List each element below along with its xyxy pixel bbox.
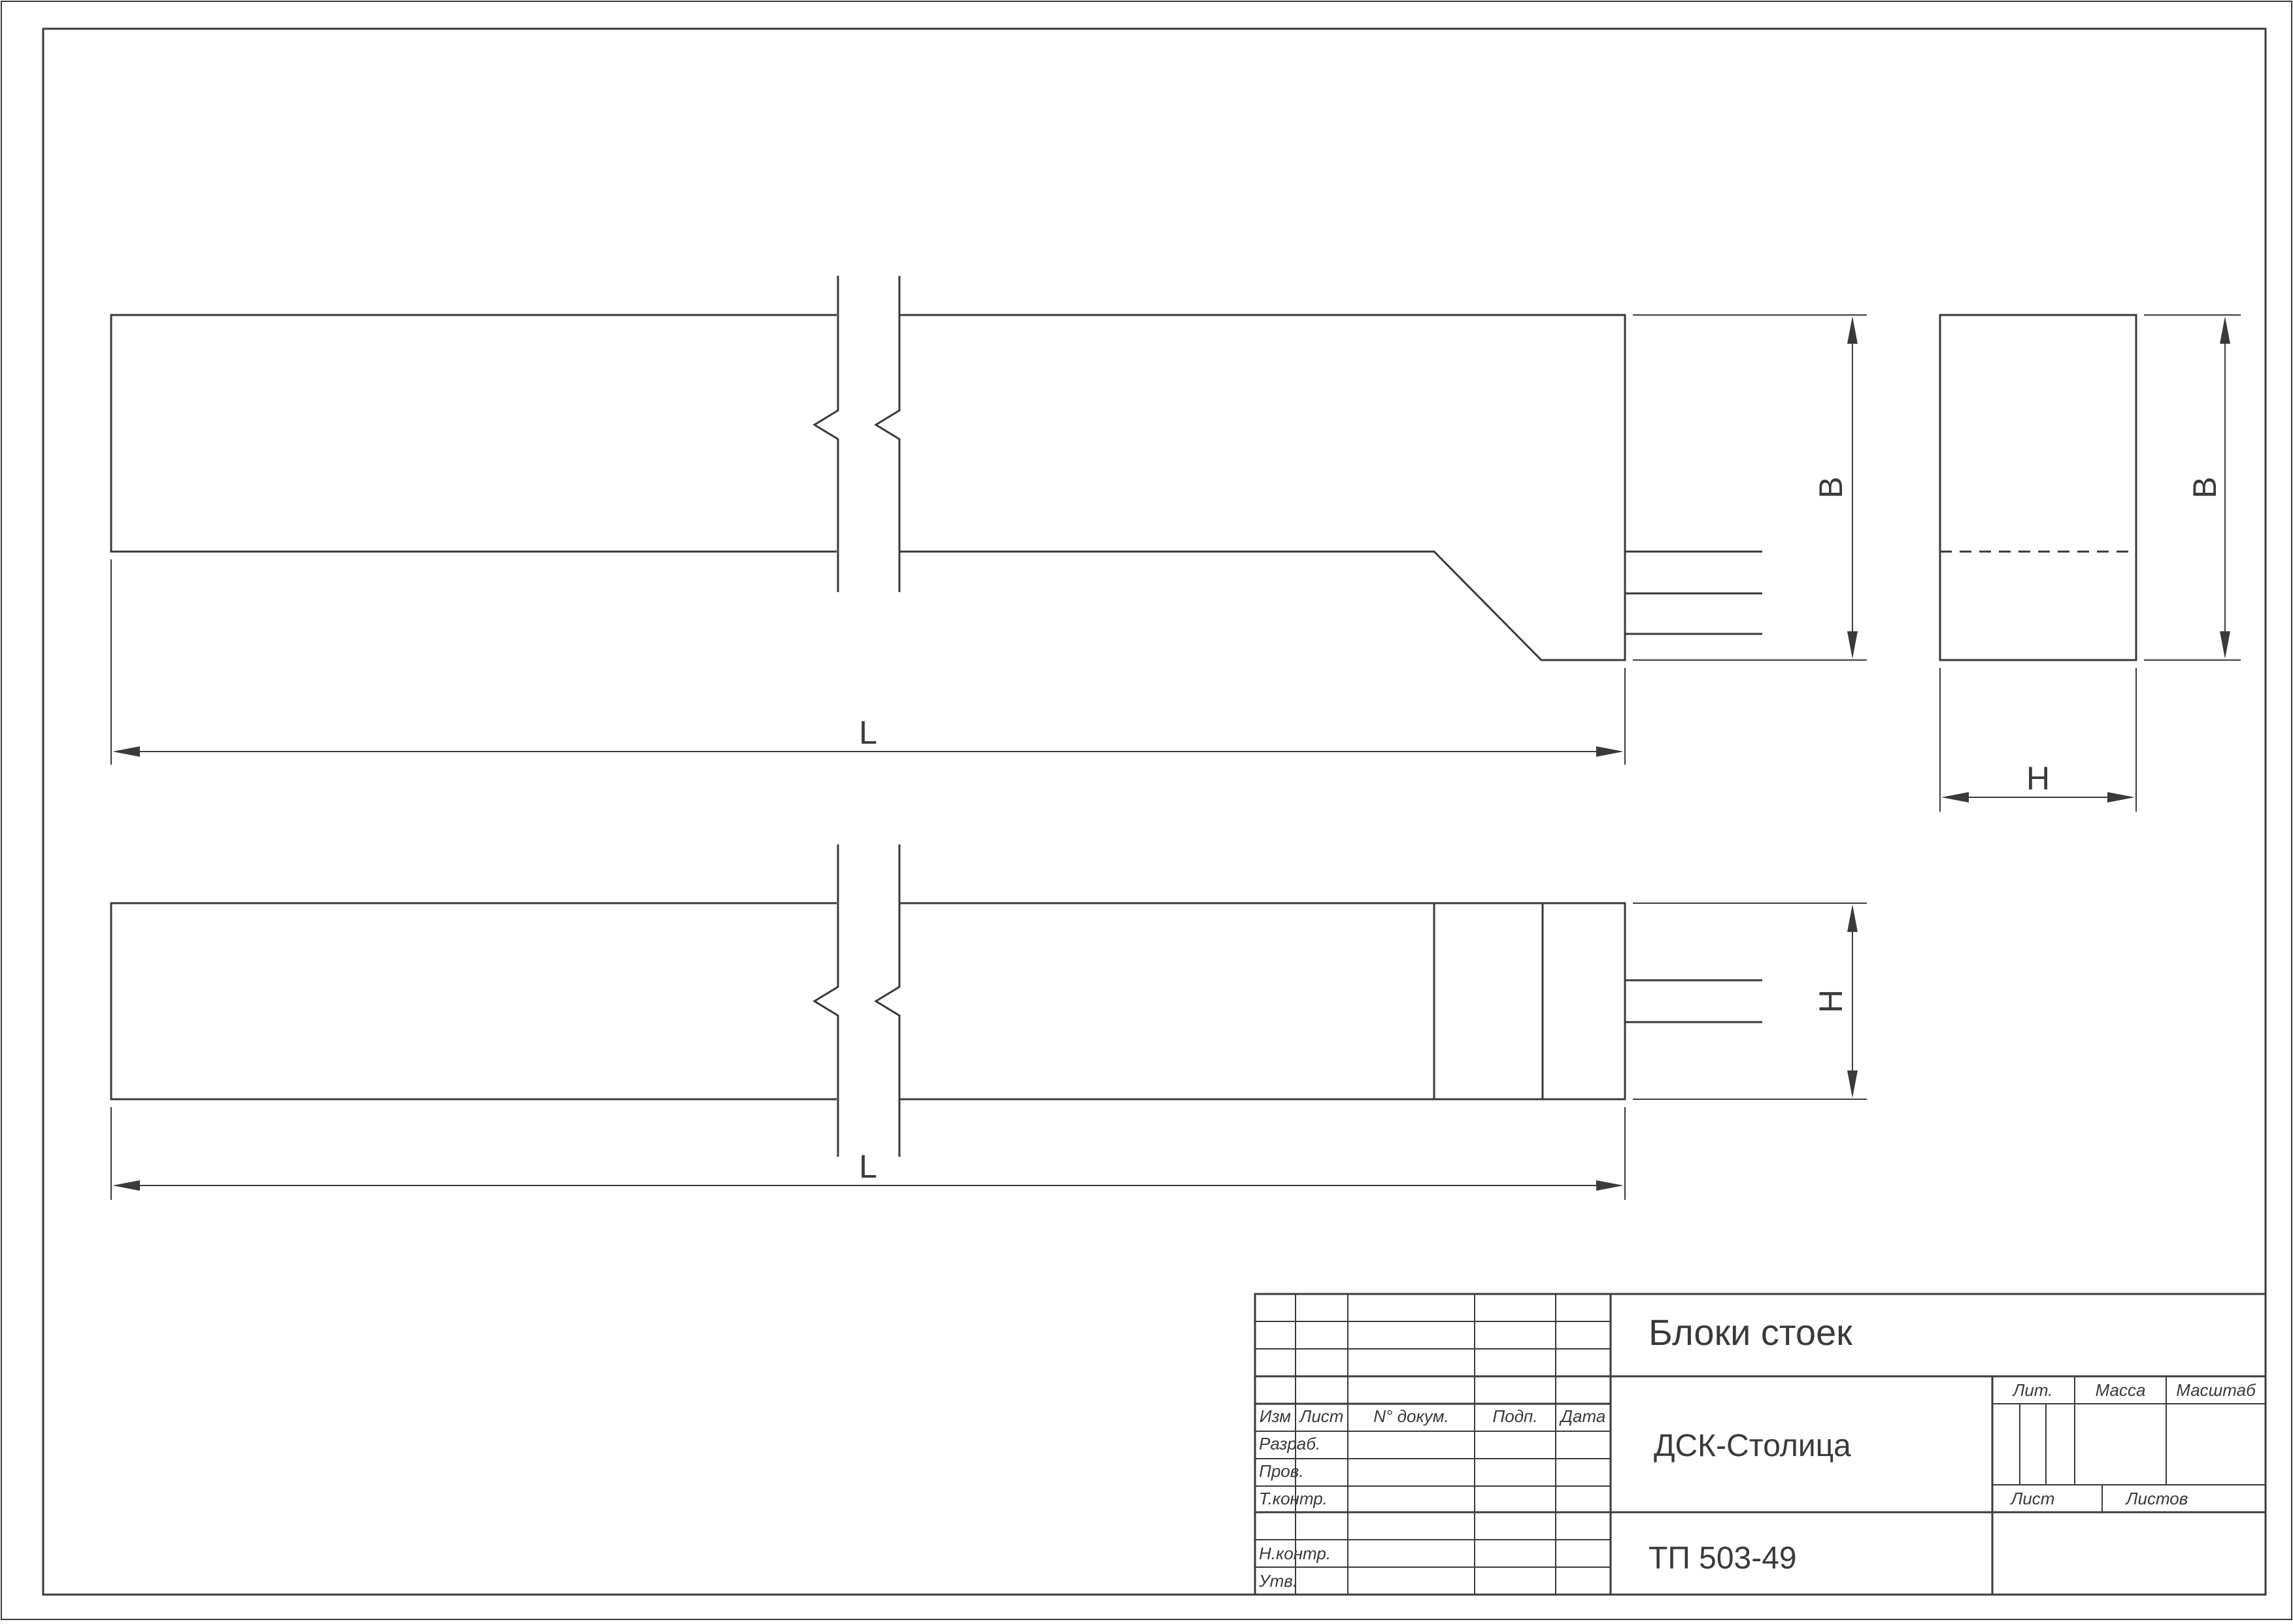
front-view-left-outline	[110, 902, 837, 1101]
top-view: L B	[110, 276, 1867, 765]
row-label-developed: Разраб.	[1259, 1434, 1320, 1453]
arrowhead	[1941, 792, 1969, 803]
front-view-right-outline	[899, 902, 1626, 1101]
arrowhead	[1596, 1180, 1624, 1191]
row-label-norm-control: Н.контр.	[1259, 1544, 1331, 1563]
break-line-left	[812, 276, 839, 592]
dimension-label-length: L	[859, 714, 877, 751]
arrowhead	[112, 746, 140, 757]
title-block: Изм Лист N° докум. Подп. Дата Разраб. Пр…	[1254, 1293, 2267, 1596]
top-view-left-outline	[110, 314, 837, 553]
drawing-title: Блоки стоек	[1649, 1312, 1852, 1353]
arrowhead	[1847, 1070, 1858, 1098]
arrowhead	[2220, 316, 2230, 344]
column-header-date: Дата	[1559, 1406, 1606, 1426]
column-header-izm: Изм	[1260, 1406, 1291, 1426]
arrowhead	[1596, 746, 1624, 757]
column-header-doc: N° докум.	[1373, 1406, 1449, 1426]
header-sheet: Лист	[2010, 1489, 2055, 1508]
header-lit: Лит.	[2012, 1380, 2053, 1400]
row-label-checked: Пров.	[1259, 1461, 1304, 1481]
dimension-label-width: B	[1813, 476, 1849, 498]
column-header-sign: Подп.	[1492, 1406, 1537, 1426]
dimension-label-section-width: B	[2186, 476, 2223, 498]
arrowhead	[1847, 631, 1858, 659]
arrowhead	[1847, 904, 1858, 932]
arrowhead	[2107, 792, 2135, 803]
title-block-frame	[1254, 1293, 2267, 1596]
dimension-label-length: L	[859, 1148, 877, 1185]
section-outline	[1939, 314, 2137, 661]
break-line-right	[874, 276, 901, 592]
column-header-list: Лист	[1299, 1406, 1344, 1426]
arrowhead	[1847, 316, 1858, 344]
document-code: ТП 503-49	[1649, 1541, 1797, 1576]
row-label-approved: Утв.	[1258, 1571, 1297, 1591]
break-line-right	[874, 844, 901, 1157]
arrowhead	[112, 1180, 140, 1191]
header-mass: Масса	[2096, 1380, 2146, 1400]
section-view: B H	[1939, 314, 2241, 812]
row-label-tech-control: Т.контр.	[1259, 1489, 1328, 1508]
organization-name: ДСК-Столица	[1654, 1429, 1851, 1463]
arrowhead	[2220, 631, 2230, 659]
top-view-right-outline	[899, 314, 1626, 661]
drawing-frame	[42, 27, 2267, 1596]
break-line-left	[812, 844, 839, 1157]
front-view: L H	[110, 844, 1867, 1200]
dimension-label-section-height: H	[2026, 760, 2050, 797]
header-sheets: Листов	[2125, 1489, 2188, 1508]
header-scale: Масштаб	[2176, 1380, 2256, 1400]
dimension-label-height: H	[1813, 989, 1849, 1013]
